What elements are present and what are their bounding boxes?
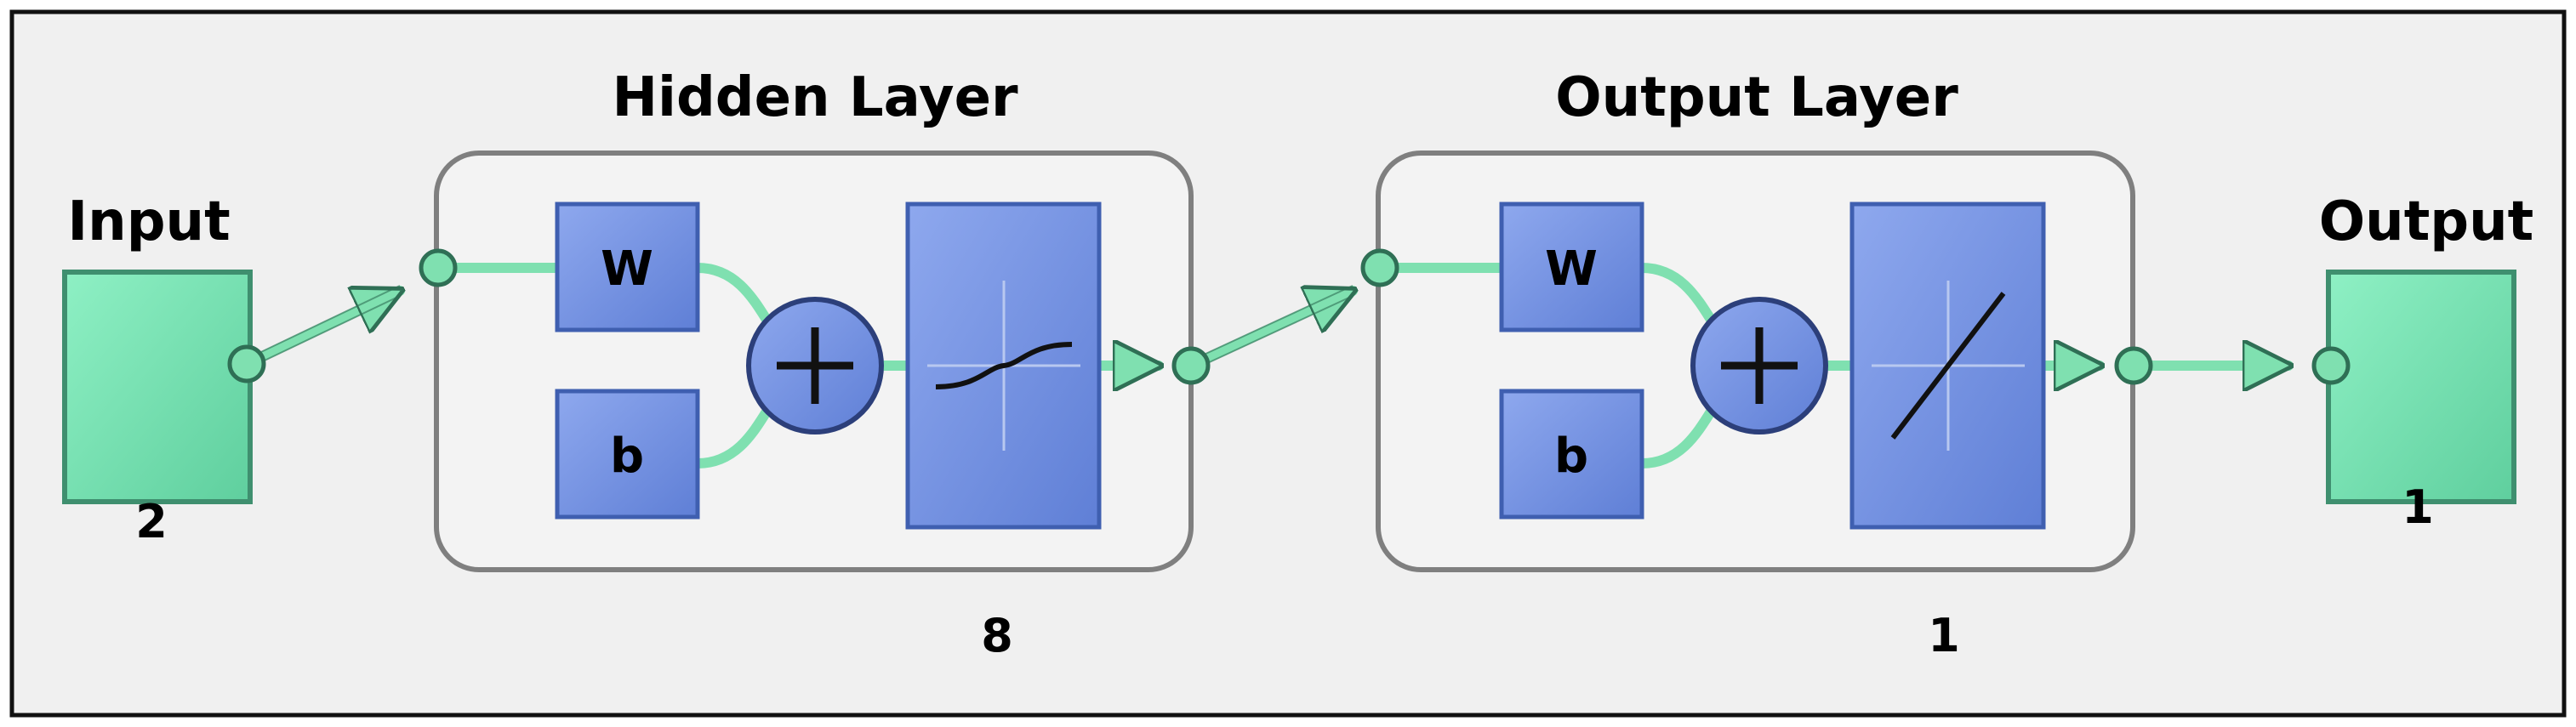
output-size: 1 (2402, 480, 2434, 534)
connector-nodes (227, 248, 2351, 385)
input-size: 2 (135, 495, 168, 548)
hidden-bias-label: b (610, 429, 644, 484)
output-weight-box (1499, 202, 1644, 332)
output-weight-label: W (1545, 241, 1598, 297)
output-block (2326, 270, 2516, 504)
output-sum-icon (1690, 297, 1828, 434)
input-block (62, 270, 253, 504)
purelin-icon (1849, 202, 2046, 530)
hidden-in-node (419, 248, 458, 287)
hidden-out-node (1171, 346, 1211, 385)
output-layer-out-node (2114, 346, 2153, 385)
output-block-node (2311, 346, 2351, 385)
hidden-weight-box (555, 202, 700, 332)
input-node (227, 344, 266, 383)
output-label: Output (2319, 190, 2534, 253)
hidden-to-output-arrow (1186, 291, 1353, 371)
output-layer-title: Output Layer (1555, 66, 1958, 129)
output-layer-size: 1 (1928, 609, 1960, 662)
output-layer-in-node (1360, 248, 1399, 287)
hidden-weight-label: W (601, 241, 653, 297)
hidden-sum-icon (746, 297, 884, 434)
connector-outlines (246, 285, 1354, 372)
connectors (242, 263, 2294, 469)
output-bias-box (1499, 389, 1644, 520)
output-bias-label: b (1554, 429, 1588, 484)
input-label: Input (67, 190, 230, 253)
input-to-hidden-arrow (242, 291, 400, 369)
hidden-layer-size: 8 (981, 609, 1013, 662)
tansig-icon (905, 202, 1102, 530)
hidden-bias-box (555, 389, 700, 520)
hidden-layer-title: Hidden Layer (612, 66, 1018, 129)
